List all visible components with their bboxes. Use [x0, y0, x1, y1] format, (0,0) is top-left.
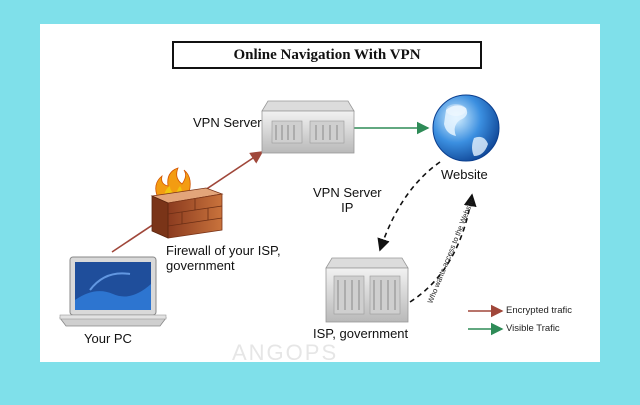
vpn-server-label: VPN Server: [193, 115, 262, 130]
isp-server-icon: [325, 257, 409, 323]
watermark: ANGOPS: [232, 340, 339, 365]
legend-encrypted-label: Encrypted trafic: [506, 305, 572, 316]
legend-visible-label: Visible Trafic: [506, 323, 560, 334]
laptop-icon: [59, 256, 167, 327]
your-pc-label: Your PC: [84, 331, 132, 346]
website-label: Website: [441, 167, 488, 182]
firewall-icon: [150, 167, 224, 239]
vpn-server-ip-label: VPN Server IP: [313, 185, 382, 215]
globe-icon: [432, 94, 500, 162]
dashed-arrow-isp-to-website: [409, 193, 477, 303]
dashed-arrow-website-to-isp: [377, 161, 441, 252]
website-access-label: Who wants access to the Website: [426, 197, 476, 305]
diagram-title: Online Navigation With VPN: [172, 41, 482, 69]
isp-label: ISP, government: [313, 326, 409, 341]
firewall-label: Firewall of your ISP, government: [166, 243, 281, 273]
vpn-server-icon: [261, 100, 355, 154]
